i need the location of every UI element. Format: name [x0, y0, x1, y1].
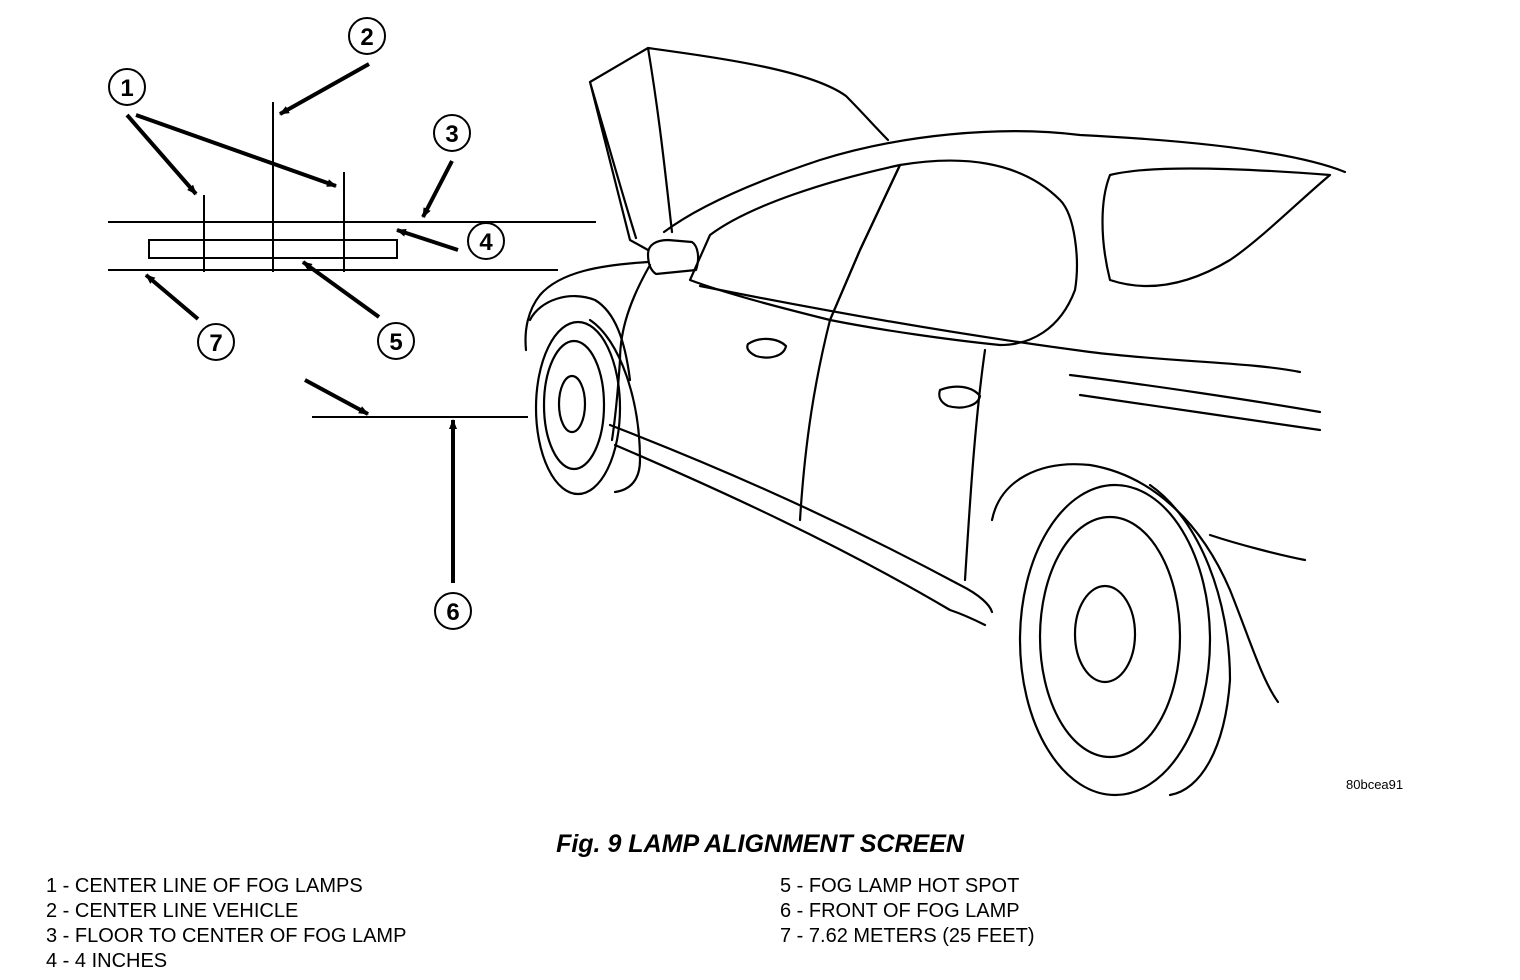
- roof-line: [662, 130, 1347, 234]
- front-wheel-arch: [528, 295, 632, 382]
- arrow-5: [301, 260, 381, 319]
- arrow-7: [144, 273, 200, 321]
- body-crease: [1068, 373, 1322, 432]
- lamp-alignment-diagram: 1 2 3 4 5 6 7: [108, 17, 1347, 797]
- callouts: 1 2 3 4 5 6 7: [108, 17, 505, 630]
- legend-left-column: 1 - CENTER LINE OF FOG LAMPS 2 - CENTER …: [46, 874, 406, 974]
- legend-item: 2 - CENTER LINE VEHICLE: [46, 900, 299, 922]
- callout-5: 5: [377, 322, 415, 360]
- callout-7-label: 7: [209, 330, 222, 357]
- arrow-1b: [135, 113, 337, 188]
- callout-5-label: 5: [389, 329, 402, 356]
- legend-item: 7 - 7.62 METERS (25 FEET): [780, 925, 1035, 947]
- arrow-3: [421, 160, 454, 218]
- legend-item: 1 - CENTER LINE OF FOG LAMPS: [46, 875, 363, 897]
- arrow-2: [279, 62, 370, 116]
- vehicle-drawing: [524, 46, 1347, 797]
- leader-arrows: [125, 62, 459, 583]
- callout-6: 6: [434, 592, 472, 630]
- rear-quarter: [1208, 533, 1307, 562]
- rear-wheel: [1018, 483, 1232, 797]
- body-side-lower: [608, 423, 994, 627]
- legend-item: 6 - FRONT OF FOG LAMP: [780, 900, 1020, 922]
- callout-1: 1: [108, 68, 146, 106]
- callout-3: 3: [433, 114, 471, 152]
- callout-7: 7: [197, 323, 235, 361]
- rear-window: [1101, 167, 1332, 288]
- drawing-id: 80bcea91: [1346, 777, 1404, 792]
- side-mirror: [646, 238, 700, 276]
- legend-right-column: 5 - FOG LAMP HOT SPOT 6 - FRONT OF FOG L…: [780, 874, 1035, 949]
- alignment-screen: [108, 102, 596, 418]
- rear-door-window: [828, 159, 1078, 347]
- front-door-handle: [746, 337, 788, 359]
- legend-item: 5 - FOG LAMP HOT SPOT: [780, 875, 1020, 897]
- legend-item: 3 - FLOOR TO CENTER OF FOG LAMP: [46, 925, 407, 947]
- door-seam: [798, 318, 987, 582]
- body-side-upper: [524, 260, 1302, 374]
- callout-1-label: 1: [120, 75, 133, 102]
- callout-2-label: 2: [360, 24, 373, 51]
- open-hood: [588, 46, 890, 252]
- rear-door-handle: [938, 385, 982, 409]
- callout-4: 4: [467, 222, 505, 260]
- callout-3-label: 3: [445, 121, 458, 148]
- legend-item: 4 - 4 INCHES: [46, 950, 168, 972]
- front-door-window: [688, 163, 902, 322]
- callout-4-label: 4: [479, 229, 493, 256]
- callout-6-label: 6: [446, 599, 459, 626]
- arrow-6-floor: [304, 378, 369, 416]
- callout-2: 2: [348, 17, 386, 55]
- front-wheel: [534, 318, 642, 496]
- rear-wheel-arch: [990, 463, 1280, 704]
- figure-caption: Fig. 9 LAMP ALIGNMENT SCREEN: [556, 830, 964, 858]
- arrow-4: [396, 228, 459, 252]
- arrow-1a: [125, 113, 198, 196]
